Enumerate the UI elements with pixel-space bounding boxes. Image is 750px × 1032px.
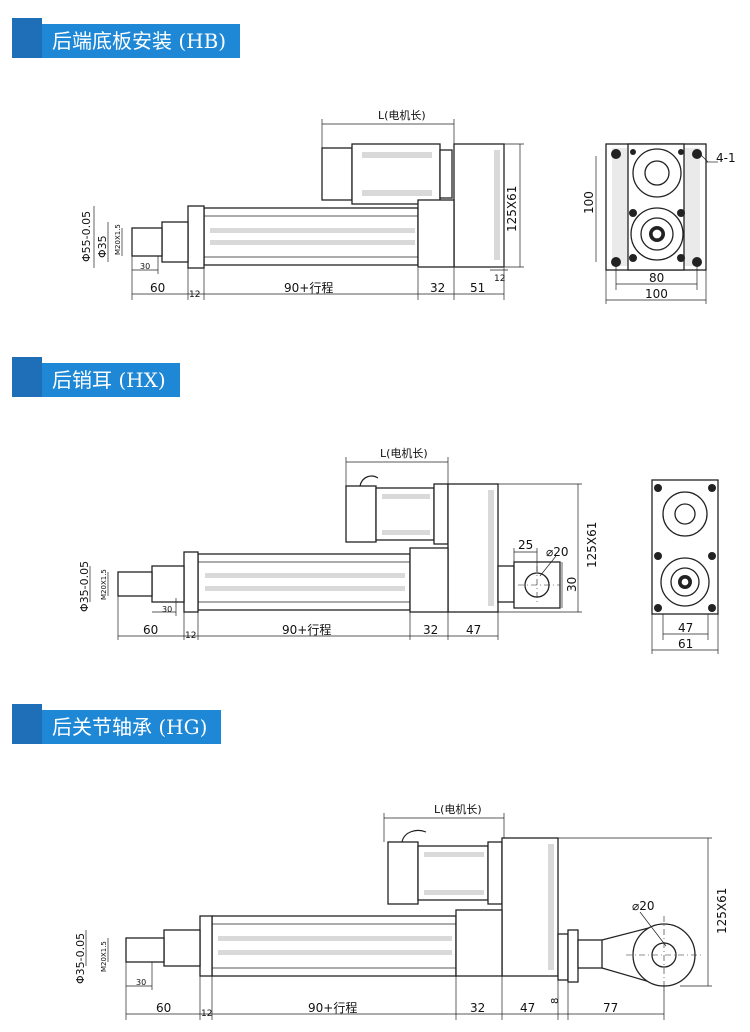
dim-32: 32 (470, 1001, 485, 1015)
dim-thread: M20X1.5 (100, 941, 108, 972)
motor-length-label: L(电机长) (434, 802, 482, 816)
motor-length-label: L(电机长) (380, 446, 428, 460)
dim-12-right: 12 (494, 274, 505, 284)
dim-32: 32 (430, 281, 445, 295)
dim-holes: 4-1 (716, 151, 736, 165)
dim-60: 60 (150, 281, 165, 295)
dim-height: 125X61 (505, 186, 519, 232)
dim-pin-25: 25 (518, 538, 533, 552)
hx-end-view: 47 61 (651, 479, 719, 654)
dim-12: 12 (189, 290, 200, 300)
dim-stroke: 90+行程 (284, 280, 333, 295)
hg-side-view: L(电机长) ⌀20 (74, 802, 729, 1020)
dim-d55: Φ55-0.05 (80, 211, 93, 262)
hx-side-view: L(电机长) 25 ⌀20 30 (78, 446, 599, 641)
dim-thread: M20X1.5 (114, 224, 122, 255)
dim-12: 12 (201, 1009, 212, 1019)
dim-outer: 100 (645, 287, 668, 301)
section-title: 后端底板安装 (HB) (42, 24, 241, 58)
hb-end-view: 4-1 100 80 100 (582, 143, 736, 304)
dim-30: 30 (136, 978, 146, 987)
dim-12: 12 (185, 631, 196, 641)
dim-32: 32 (423, 623, 438, 637)
dim-inner: 80 (649, 271, 664, 285)
dim-height: 125X61 (715, 888, 729, 934)
dim-47: 47 (520, 1001, 535, 1015)
dim-inner: 47 (678, 621, 693, 635)
dim-8: 8 (550, 998, 561, 1004)
dim-77: 77 (603, 1001, 618, 1015)
dim-side: 100 (582, 191, 596, 214)
dim-60: 60 (143, 623, 158, 637)
dim-stroke: 90+行程 (308, 1000, 357, 1015)
dim-thread: M20X1.5 (100, 569, 108, 600)
dim-outer: 61 (678, 637, 693, 651)
dim-d35: Φ35-0.05 (74, 933, 87, 984)
dim-d35: Φ35-0.05 (78, 561, 91, 612)
section-title: 后销耳 (HX) (42, 363, 180, 397)
header-accent (12, 18, 42, 58)
dim-51: 51 (470, 281, 485, 295)
motor-length-label: L(电机长) (378, 108, 426, 122)
header-accent (12, 704, 42, 744)
dim-pin-hole: ⌀20 (546, 545, 569, 559)
dim-stroke: 90+行程 (282, 622, 331, 637)
dim-bearing-hole: ⌀20 (632, 899, 655, 913)
section-title: 后关节轴承 (HG) (42, 710, 222, 744)
dim-pin-30: 30 (565, 577, 579, 592)
dim-30: 30 (140, 262, 150, 271)
dim-30: 30 (162, 605, 172, 614)
dim-47: 47 (466, 623, 481, 637)
hb-side-view: L(电机长) 30 60 12 90+行程 32 5 (80, 108, 524, 300)
dim-height: 125X61 (585, 522, 599, 568)
header-accent (12, 357, 42, 397)
dim-60: 60 (156, 1001, 171, 1015)
dim-d35: Φ35 (96, 235, 109, 258)
